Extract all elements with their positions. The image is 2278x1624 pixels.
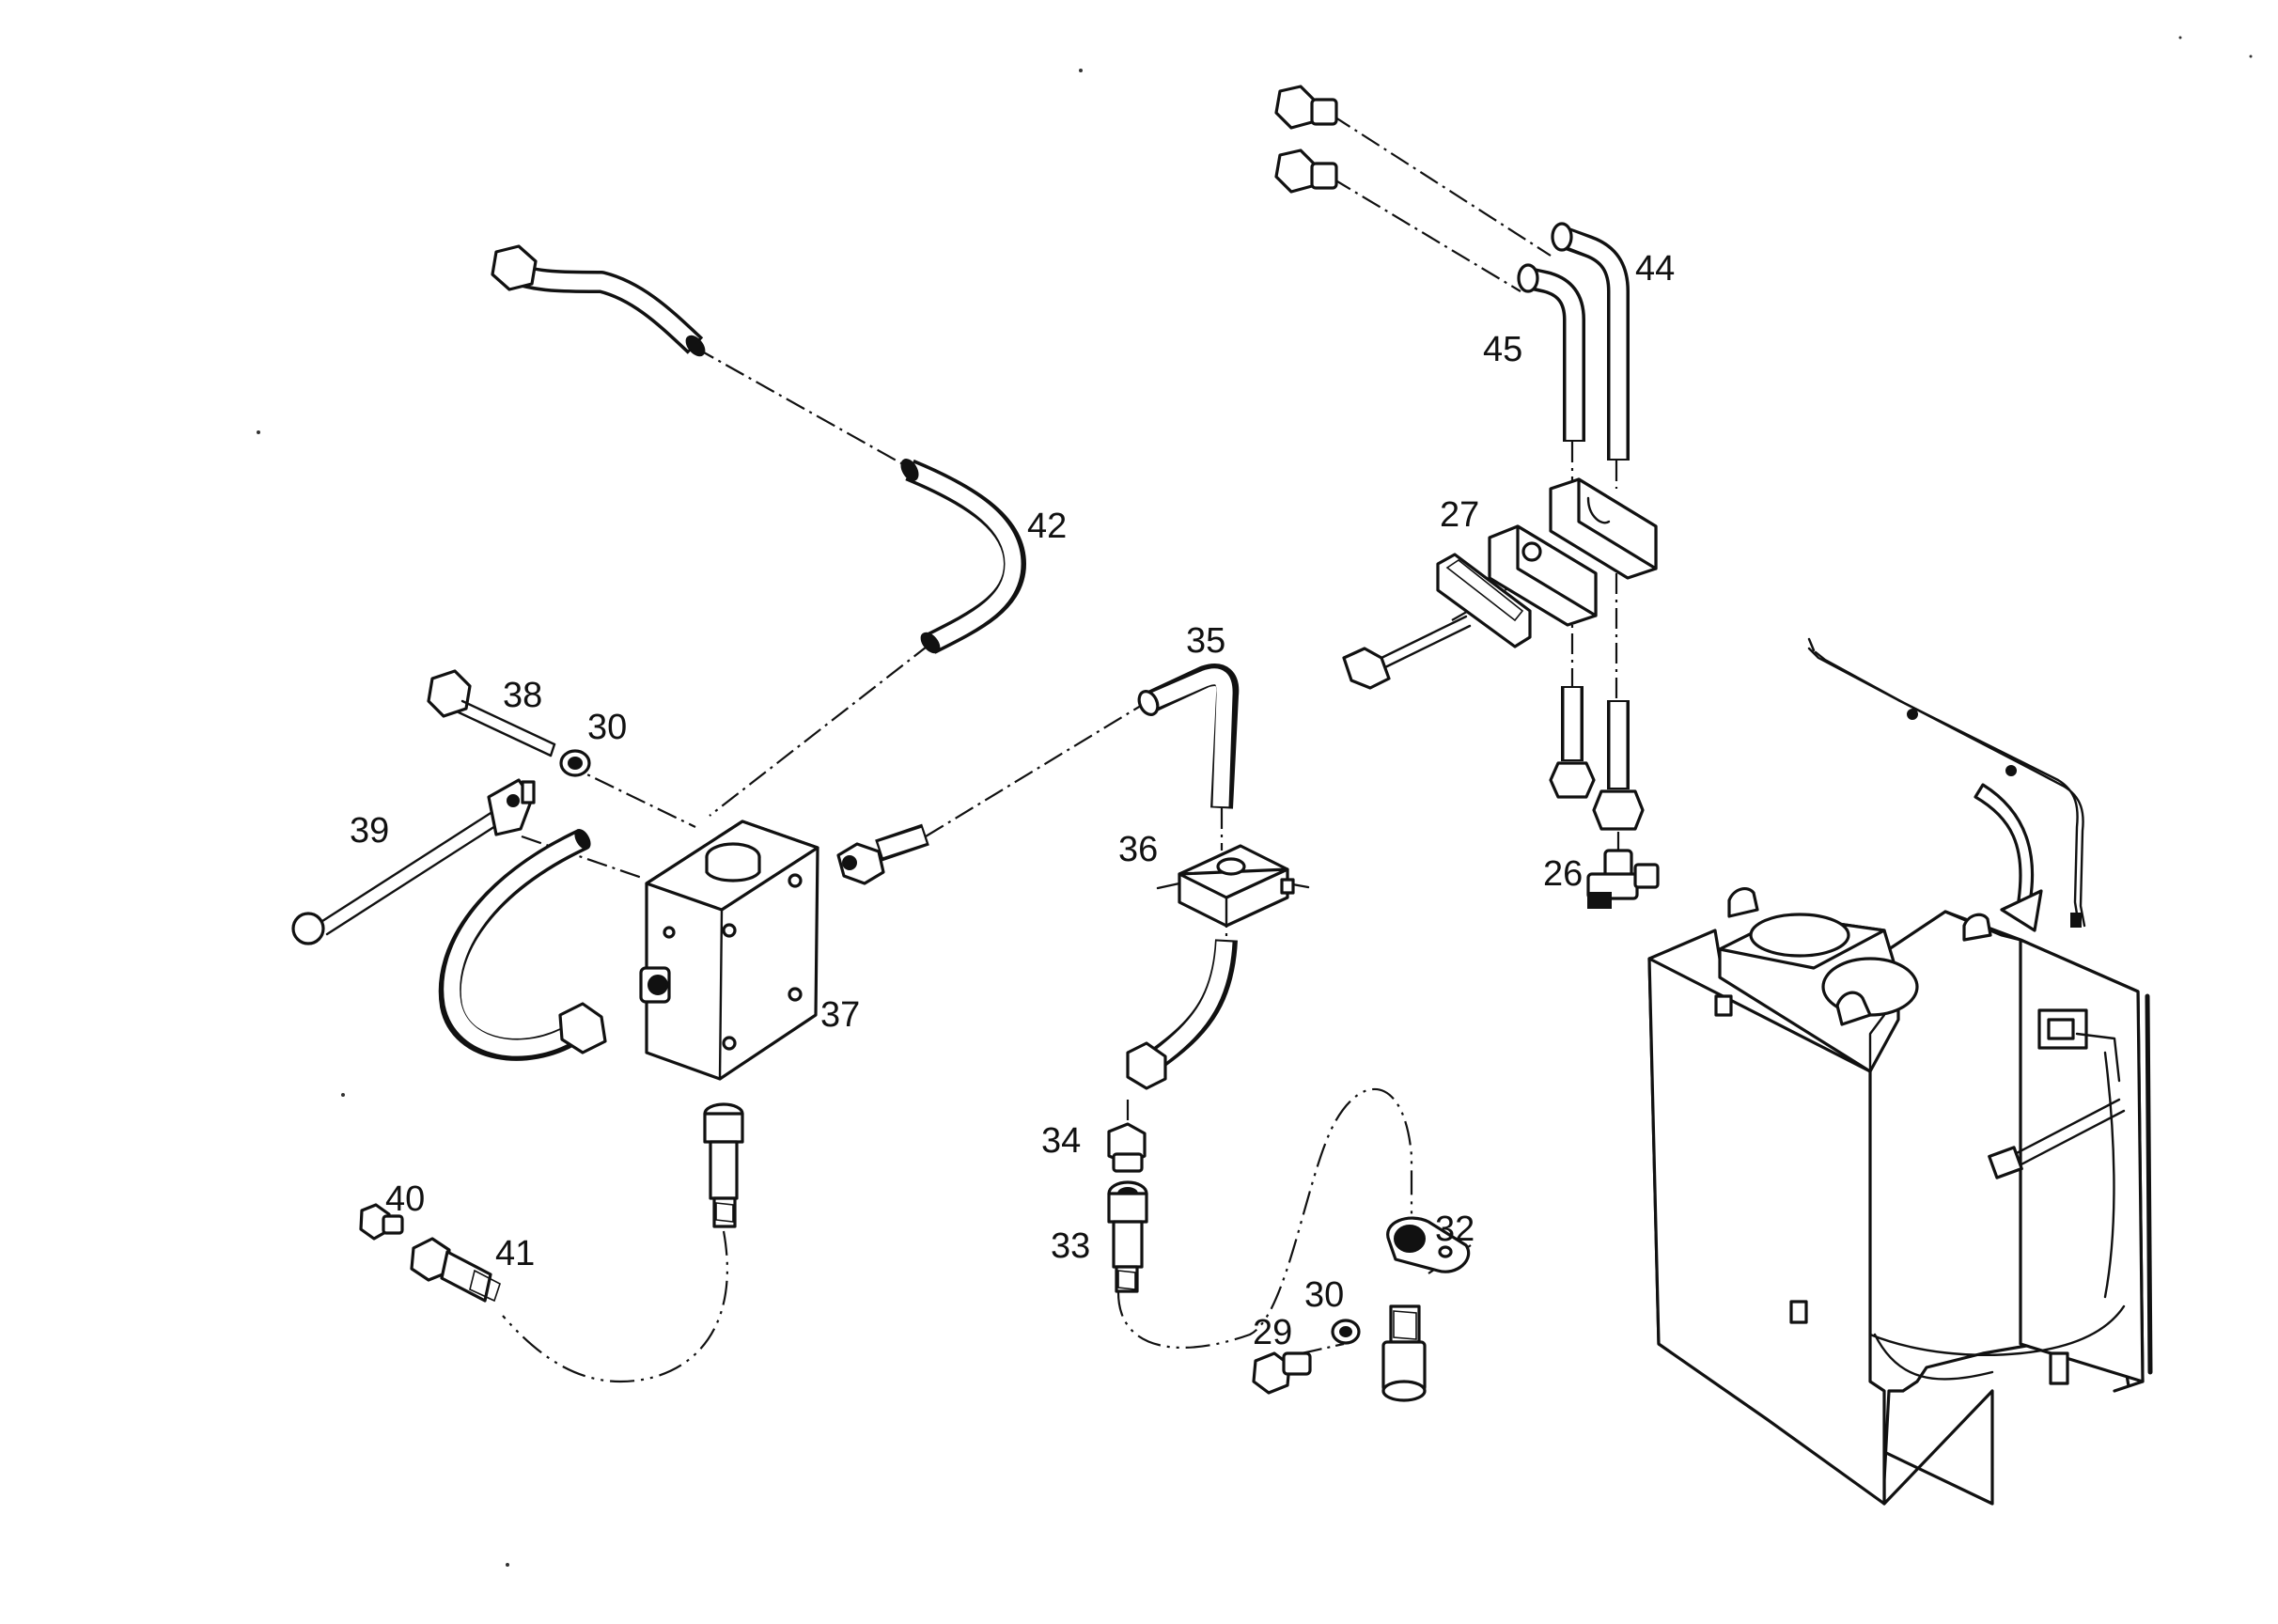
lever-39	[291, 778, 536, 945]
bolt-38	[427, 669, 556, 757]
callout-45: 45	[1483, 330, 1522, 369]
callout-30-upper: 30	[587, 708, 627, 747]
bolt-29	[1252, 1351, 1312, 1395]
callout-33: 33	[1051, 1226, 1090, 1266]
tank-housing	[1647, 887, 2153, 1506]
tube-stubs-lower	[1549, 686, 1645, 831]
callout-42: 42	[1027, 507, 1067, 546]
bracket-32	[1386, 1216, 1471, 1273]
clamp-27	[1342, 477, 1658, 690]
callout-38: 38	[503, 676, 542, 715]
washer-30-upper	[559, 749, 591, 777]
wire-harness	[1807, 637, 2086, 928]
callout-41: 41	[495, 1234, 535, 1273]
nipple-34	[1107, 1122, 1147, 1173]
tube-35-lower	[1126, 939, 1238, 1090]
hose-loop-37	[438, 829, 607, 1061]
callout-40: 40	[385, 1179, 425, 1219]
tube-45	[1517, 263, 1585, 442]
valve-block-37	[639, 820, 819, 1081]
fitting-below-32	[1381, 1304, 1427, 1402]
callout-37: 37	[820, 995, 860, 1035]
connector-nut-35	[836, 823, 929, 885]
callout-44: 44	[1635, 249, 1675, 289]
callout-39: 39	[350, 811, 389, 851]
callout-27: 27	[1440, 495, 1479, 535]
fitting-41	[410, 1237, 501, 1303]
nut-fitting-lower	[1274, 148, 1338, 194]
curved-arrow	[1974, 783, 2043, 932]
washer-30-lower	[1331, 1319, 1361, 1345]
callout-35: 35	[1186, 621, 1225, 661]
callout-36: 36	[1118, 830, 1158, 869]
clamp-36	[1156, 844, 1310, 928]
tee-fitting-26	[1586, 849, 1660, 909]
callout-29: 29	[1253, 1313, 1292, 1352]
tube-42	[491, 244, 1026, 654]
callout-30-lower: 30	[1304, 1275, 1344, 1315]
fitting-below-37	[703, 1102, 744, 1228]
dash-dot-leaders	[502, 115, 1620, 1383]
tube-35	[1137, 664, 1240, 809]
coupling-33	[1107, 1180, 1148, 1293]
callout-32: 32	[1435, 1210, 1474, 1249]
callout-26: 26	[1543, 854, 1583, 894]
callout-34: 34	[1041, 1121, 1081, 1161]
fitting-40	[359, 1203, 404, 1241]
tube-44	[1551, 222, 1630, 461]
nut-fitting-upper	[1274, 85, 1338, 130]
callout-labels: 44 45 42 27 35 38 30 39 36 26 37 34 40 4…	[350, 249, 1675, 1352]
